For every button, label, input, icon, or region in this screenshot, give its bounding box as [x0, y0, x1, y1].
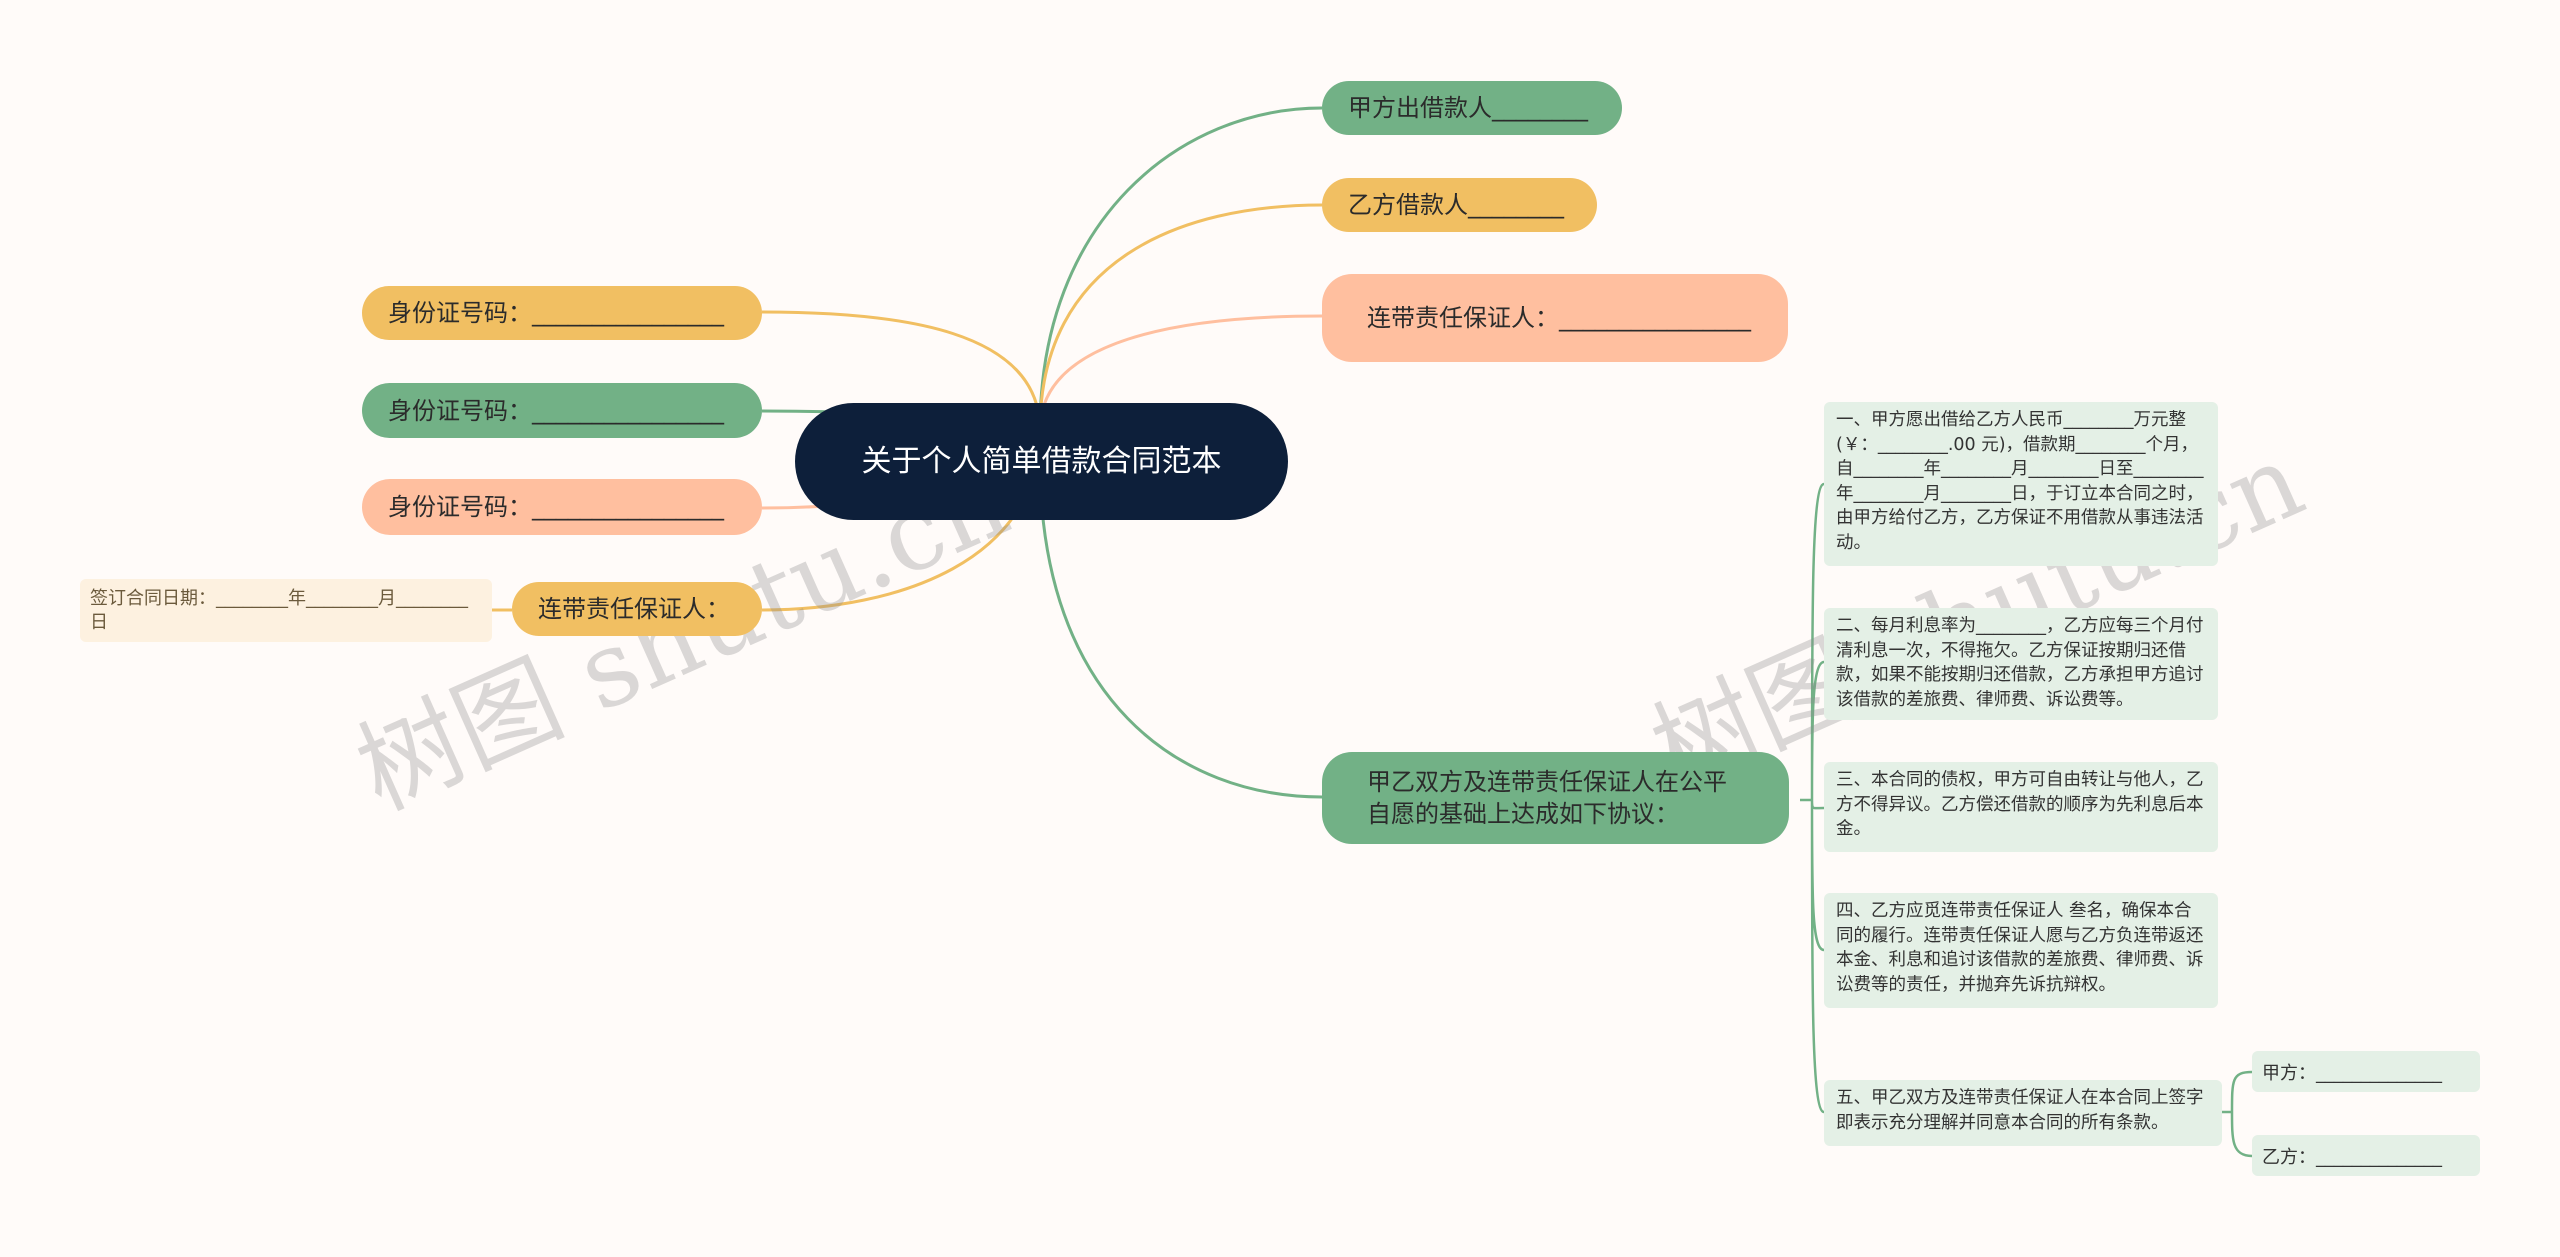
- node-lender[interactable]: 甲方出借款人________: [1322, 81, 1622, 135]
- clause-4[interactable]: 四、乙方应觅连带责任保证人 叁名，确保本合同的履行。连带责任保证人愿与乙方负连带…: [1824, 893, 2218, 1008]
- node-guarantor-left[interactable]: 连带责任保证人：: [512, 582, 762, 636]
- clause-2[interactable]: 二、每月利息率为________，乙方应每三个月付清利息一次，不得拖欠。乙方保证…: [1824, 608, 2218, 720]
- node-id-3-label: 身份证号码：________________: [388, 493, 724, 521]
- clause-3-text: 三、本合同的债权，甲方可自由转让与他人，乙方不得异议。乙方偿还借款的顺序为先利息…: [1836, 770, 2204, 839]
- clause-5[interactable]: 五、甲乙双方及连带责任保证人在本合同上签字即表示充分理解并同意本合同的所有条款。: [1824, 1080, 2222, 1146]
- signature-party-b[interactable]: 乙方：______________: [2252, 1135, 2480, 1176]
- clause-5-text: 五、甲乙双方及连带责任保证人在本合同上签字即表示充分理解并同意本合同的所有条款。: [1836, 1088, 2204, 1133]
- node-id-3[interactable]: 身份证号码：________________: [362, 479, 762, 535]
- link-agreement: [1038, 459, 1323, 799]
- node-agreement-label: 甲乙双方及连带责任保证人在公平自愿的基础上达成如下协议：: [1367, 768, 1727, 828]
- node-lender-label: 甲方出借款人________: [1348, 94, 1588, 122]
- bracket-signatures: [2222, 1070, 2253, 1158]
- clause-2-text: 二、每月利息率为________，乙方应每三个月付清利息一次，不得拖欠。乙方保证…: [1836, 616, 2204, 710]
- node-id-1-label: 身份证号码：________________: [388, 299, 724, 327]
- link-guarantor: [1038, 314, 1323, 431]
- signature-party-b-label: 乙方：______________: [2262, 1146, 2442, 1168]
- clause-3[interactable]: 三、本合同的债权，甲方可自由转让与他人，乙方不得异议。乙方偿还借款的顺序为先利息…: [1824, 762, 2218, 852]
- sign-date-node[interactable]: 签订合同日期：________年________月________日: [80, 579, 492, 642]
- node-borrower-label: 乙方借款人________: [1348, 191, 1564, 219]
- node-guarantor-left-label: 连带责任保证人：: [538, 595, 730, 623]
- link-lender: [1038, 106, 1323, 431]
- link-id1: [761, 310, 1042, 431]
- sign-date-label: 签订合同日期：________年________月________日: [90, 587, 468, 633]
- node-borrower[interactable]: 乙方借款人________: [1322, 178, 1597, 232]
- clause-1-text: 一、甲方愿出借给乙方人民币________万元整(￥：________.00 元…: [1836, 410, 2204, 553]
- bracket-clauses: [1800, 482, 1825, 1114]
- clause-1[interactable]: 一、甲方愿出借给乙方人民币________万元整(￥：________.00 元…: [1824, 402, 2218, 566]
- node-id-1[interactable]: 身份证号码：________________: [362, 286, 762, 340]
- signature-party-a-label: 甲方：______________: [2262, 1062, 2442, 1084]
- signature-party-a[interactable]: 甲方：______________: [2252, 1051, 2480, 1092]
- root-node[interactable]: 关于个人简单借款合同范本: [795, 403, 1288, 520]
- node-id-2[interactable]: 身份证号码：________________: [362, 383, 762, 438]
- link-borrower: [1038, 203, 1323, 431]
- node-id-2-label: 身份证号码：________________: [388, 396, 724, 425]
- clause-4-text: 四、乙方应觅连带责任保证人 叁名，确保本合同的履行。连带责任保证人愿与乙方负连带…: [1836, 901, 2204, 995]
- node-agreement[interactable]: 甲乙双方及连带责任保证人在公平自愿的基础上达成如下协议：: [1322, 752, 1789, 844]
- node-guarantor[interactable]: 连带责任保证人：________________: [1322, 274, 1788, 362]
- root-title: 关于个人简单借款合同范本: [861, 443, 1222, 479]
- node-guarantor-label: 连带责任保证人：________________: [1367, 304, 1751, 332]
